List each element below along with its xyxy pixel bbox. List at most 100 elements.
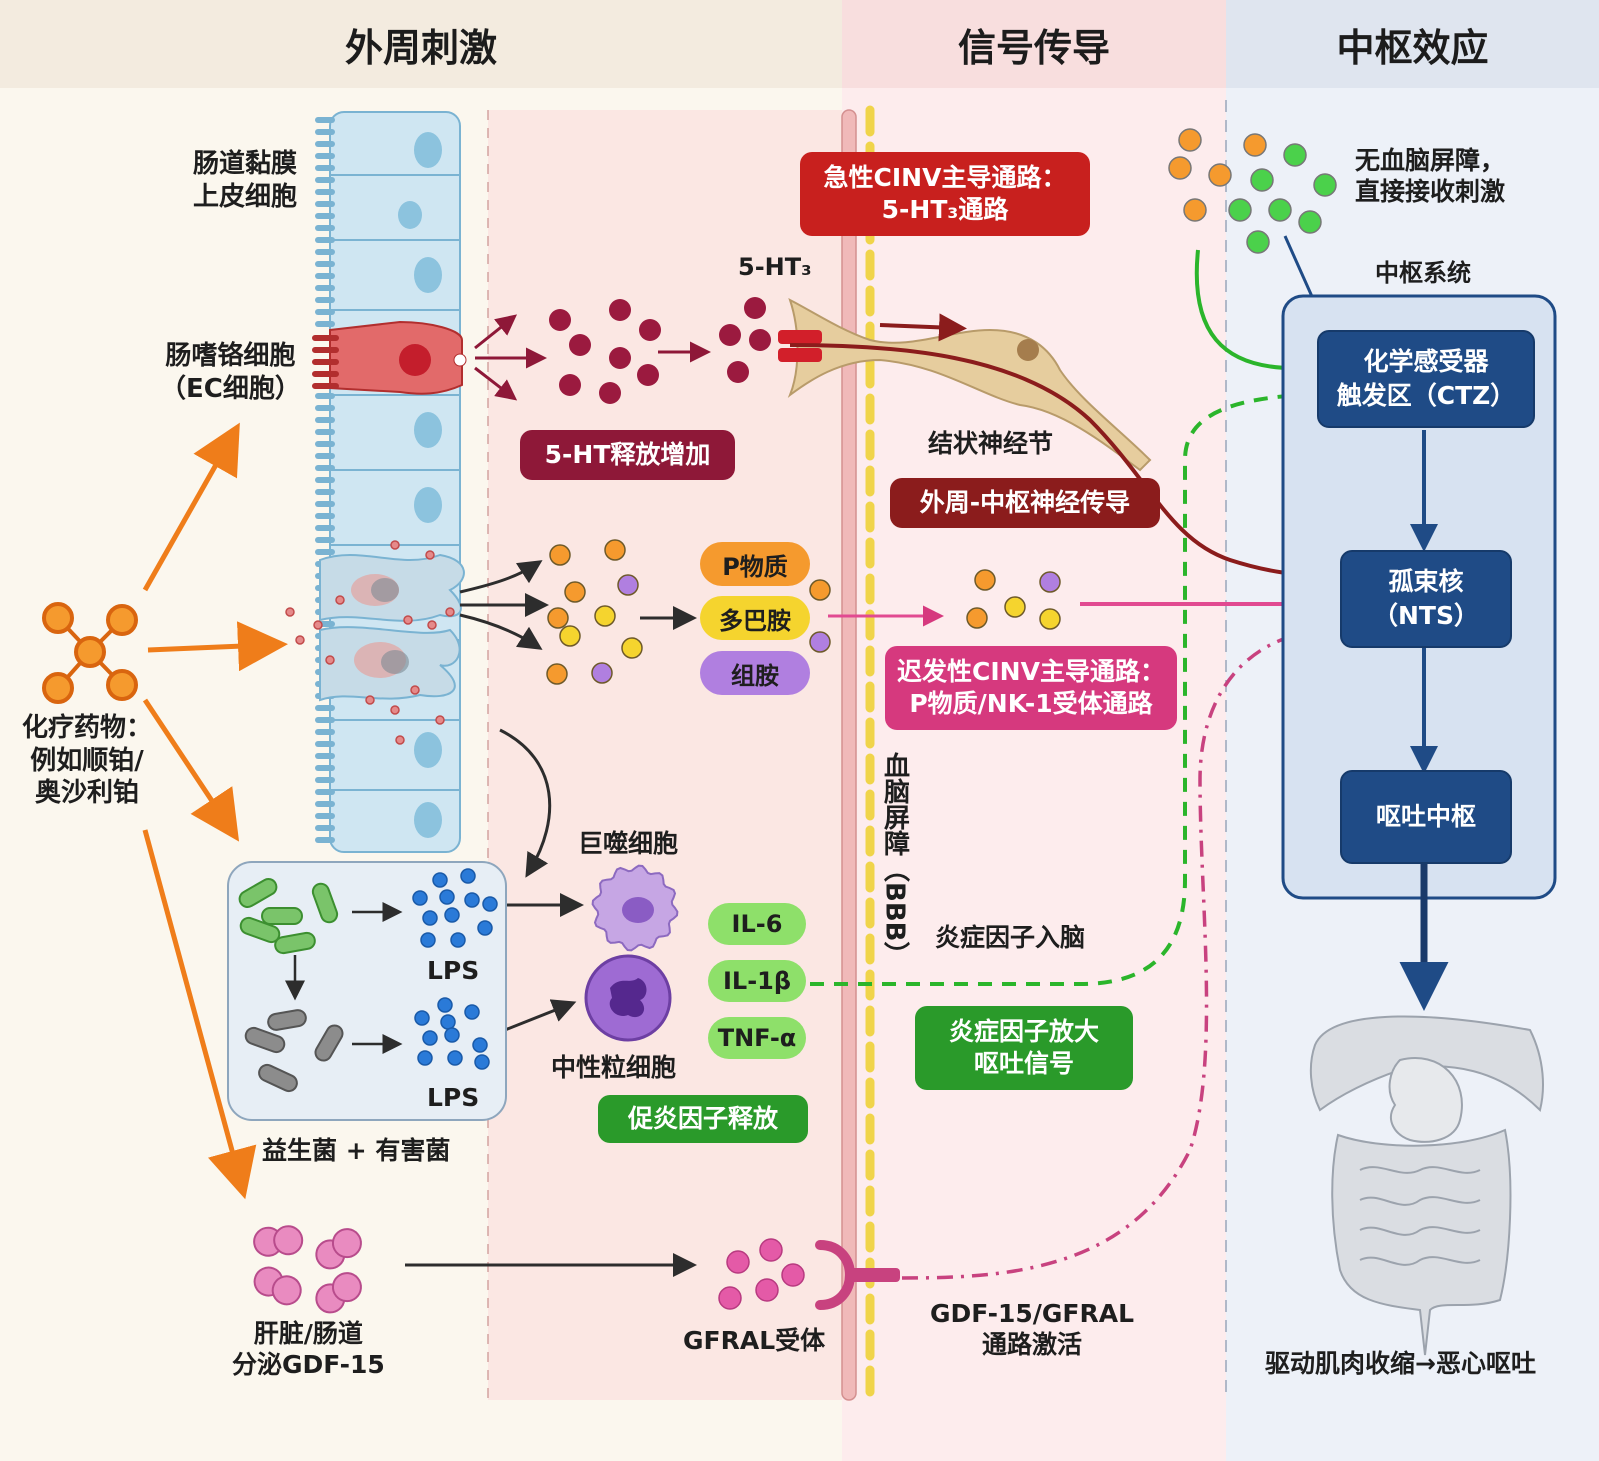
circulating-to-ctz-arrow xyxy=(1194,249,1312,383)
chemo-drug-molecule-icon xyxy=(42,602,138,704)
serotonin-molecule xyxy=(744,297,766,319)
debris-particle xyxy=(325,655,335,665)
drug-to-epithelium-arrow xyxy=(147,621,288,672)
lps-molecule xyxy=(417,1050,433,1066)
lps-molecule xyxy=(432,872,448,888)
debris-particle xyxy=(395,735,405,745)
ctz-box[interactable]: 化学感受器 触发区（CTZ） xyxy=(1317,330,1535,428)
macrophage-icon xyxy=(591,864,679,952)
vagal-afferent-to-nts-arrow xyxy=(789,343,1332,590)
circulating-molecules xyxy=(1168,128,1337,254)
gdf15-pathway-label: GDF-15/GFRAL 通路激活 xyxy=(930,1299,1135,1360)
lps-to-neutrophil-arrow xyxy=(504,999,577,1032)
debris-particle xyxy=(365,695,375,705)
neurotransmitter-molecule xyxy=(974,569,996,591)
nodose-ganglion-neuron xyxy=(778,298,1152,472)
lps-molecule xyxy=(420,932,436,948)
neurotransmitter-molecule xyxy=(966,607,988,629)
delayed-cinv-pathway-box: 迟发性CINV主导通路： P物质/NK-1受体通路 xyxy=(885,646,1177,730)
lps-molecule xyxy=(422,1030,438,1046)
il6-pill: IL-6 xyxy=(708,903,806,945)
epithelium-label: 肠道黏膜 上皮细胞 xyxy=(193,149,298,212)
circulating-molecule xyxy=(1313,173,1337,197)
damage-to-immune-arrow xyxy=(499,728,552,878)
drug-to-ec-arrow xyxy=(142,422,240,592)
lps-molecule xyxy=(477,920,493,936)
serotonin-molecule xyxy=(727,361,749,383)
blood-brain-barrier xyxy=(841,105,875,1405)
circulating-molecule xyxy=(1268,198,1292,222)
circulating-molecule xyxy=(1283,143,1307,167)
lps-molecule xyxy=(440,1014,456,1030)
header-signal: 信号传导 xyxy=(842,0,1226,88)
drug-to-gdf15-arrow xyxy=(142,829,257,1200)
serotonin-molecule xyxy=(609,299,631,321)
lps-molecule xyxy=(422,910,438,926)
outcome-label: 驱动肌肉收缩→恶心呕吐 xyxy=(1265,1349,1536,1378)
inflammation-amplify-box: 炎症因子放大 呕吐信号 xyxy=(915,1006,1133,1090)
circulating-molecule xyxy=(1228,198,1252,222)
gfral-receptor-label: GFRAL受体 xyxy=(683,1326,826,1355)
lps-molecule xyxy=(444,907,460,923)
gfral-receptor-icon xyxy=(815,1240,900,1310)
debris-particle xyxy=(335,595,345,605)
lps-label-2: LPS xyxy=(427,1083,480,1112)
gdf15-to-nts-dashdot-arrow xyxy=(901,619,1331,1280)
neurotransmitter-molecule xyxy=(564,581,586,603)
lps-molecule xyxy=(460,868,476,884)
circulating-molecule xyxy=(1183,198,1207,222)
debris-particle xyxy=(390,705,400,715)
circulating-molecule xyxy=(1246,230,1270,254)
gdf15-molecules xyxy=(253,1225,362,1314)
neutrophil-label: 中性粒细胞 xyxy=(551,1053,677,1082)
nodose-ganglion-label: 结状神经节 xyxy=(928,429,1054,458)
lps-molecule xyxy=(472,1037,488,1053)
drug-to-microbiota-arrow xyxy=(142,698,240,842)
neurotransmitter-molecule xyxy=(604,539,626,561)
no-bbb-label: 无血脑屏障， 直接接收刺激 xyxy=(1355,146,1506,207)
neurotransmitter-molecule xyxy=(1004,596,1026,618)
circulating-molecule xyxy=(1178,128,1202,152)
serotonin-molecule xyxy=(637,364,659,386)
lps-molecule xyxy=(439,889,455,905)
ec-cell-label: 肠嗜铬细胞 （EC细胞） xyxy=(160,341,301,404)
lps-molecule xyxy=(447,1050,463,1066)
lps-molecule xyxy=(450,932,466,948)
vomit-center-box[interactable]: 呕吐中枢 xyxy=(1340,770,1512,864)
circulating-molecule xyxy=(1243,133,1267,157)
inflammation-enter-brain-label: 炎症因子入脑 xyxy=(935,923,1086,952)
serotonin-molecule xyxy=(749,329,771,351)
lps-label-1: LPS xyxy=(427,956,480,985)
cytokine-to-ctz-dashed-arrow xyxy=(810,382,1312,986)
release-arrow-up xyxy=(474,314,518,350)
lps-molecule xyxy=(482,896,498,912)
peripheral-central-conduction-box: 外周-中枢神经传导 xyxy=(890,478,1160,528)
lps-molecules xyxy=(412,868,498,1070)
lps-molecule xyxy=(412,890,428,906)
signal-zone xyxy=(842,0,1226,1461)
debris-particle xyxy=(445,607,455,617)
neurotransmitter-molecule xyxy=(594,605,616,627)
neurotransmitter-molecule xyxy=(591,662,613,684)
lps-molecule xyxy=(414,1010,430,1026)
dopamine-pill: 多巴胺 xyxy=(700,596,810,640)
tnfa-pill: TNF-α xyxy=(708,1017,806,1059)
neurotransmitter-molecule xyxy=(546,663,568,685)
neurotransmitter-molecules xyxy=(546,539,1061,685)
substance-p-pill: P物质 xyxy=(700,542,810,586)
gdf15-circulating xyxy=(718,1238,805,1310)
macrophage-label: 巨噬细胞 xyxy=(578,829,679,858)
lamina-propria-region xyxy=(488,110,842,1400)
ganglion-forward-arrow xyxy=(879,313,967,342)
lps-molecule xyxy=(437,997,453,1013)
lps-molecule xyxy=(464,1004,480,1020)
neutrophil-icon xyxy=(584,954,672,1042)
damage-arrow-down xyxy=(459,613,543,650)
nts-box[interactable]: 孤束核 （NTS） xyxy=(1340,550,1512,648)
neurotransmitter-molecule xyxy=(809,579,831,601)
circulating-molecule xyxy=(1298,210,1322,234)
header-peripheral: 外周刺激 xyxy=(0,0,842,88)
header-central: 中枢效应 xyxy=(1226,0,1599,88)
debris-particle xyxy=(410,685,420,695)
